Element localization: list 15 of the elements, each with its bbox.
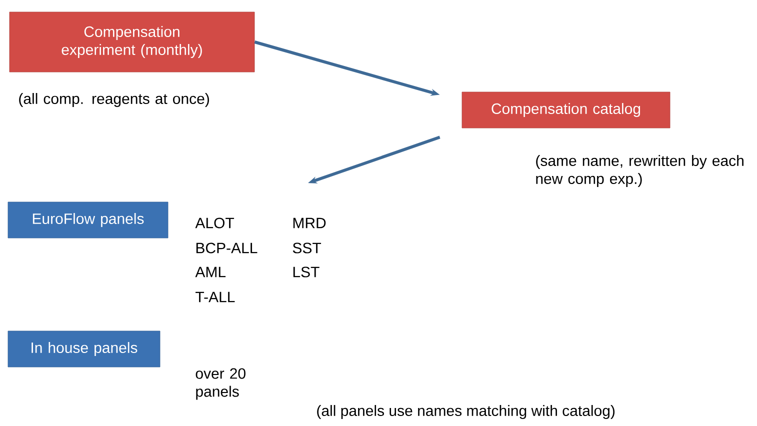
label-text: T-ALL (196, 292, 235, 302)
label-text: SST (292, 242, 322, 254)
label-box: EuroFlow panels (8, 202, 168, 238)
label-text: LST (293, 266, 320, 278)
label-text: ALOT (195, 218, 234, 228)
label-box: Compensation experiment (monthly) (9, 12, 255, 72)
label-box: In house panels (8, 330, 160, 368)
label-text: MRD (293, 218, 326, 228)
label-text: BCP-ALL (196, 242, 258, 254)
label-text: over 20 panels (196, 368, 246, 400)
note-text: (same name, rewritten by each new comp exp.) (536, 155, 744, 187)
label-text: AML (195, 266, 226, 278)
note-text: (all comp. reagents at once) (19, 93, 209, 107)
label-box: Compensation catalog (462, 92, 670, 128)
label-text: (all panels use names matching with catalog) (317, 405, 615, 419)
